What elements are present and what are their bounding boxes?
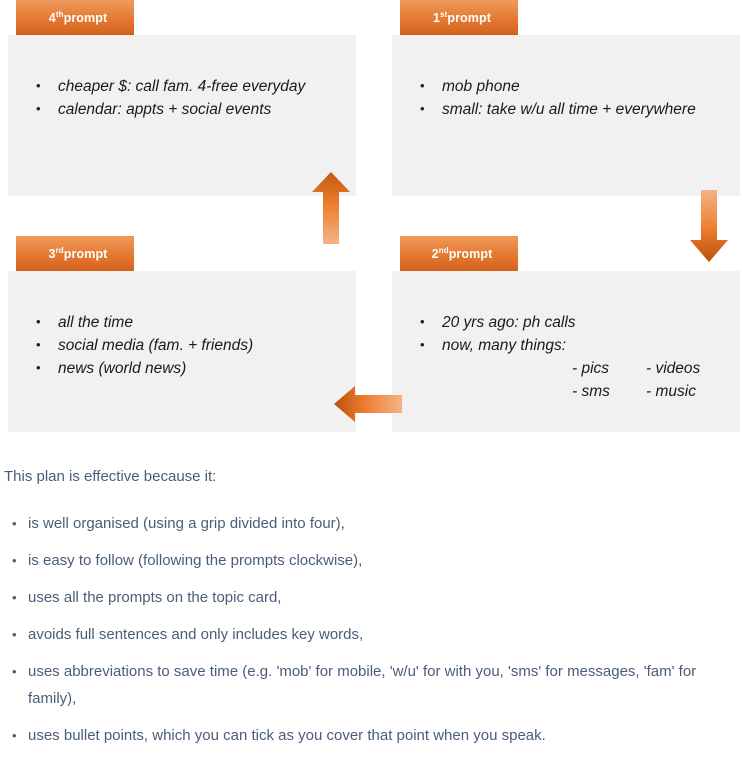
prompt-quadrant-third: all the time social media (fam. + friend… bbox=[8, 236, 356, 432]
explanation-section: This plan is effective because it: is we… bbox=[0, 452, 742, 759]
prompt-bullet: now, many things: bbox=[418, 333, 732, 357]
prompt-panel-third: all the time social media (fam. + friend… bbox=[8, 271, 356, 432]
prompt-badge-third: 3rd prompt bbox=[16, 236, 134, 271]
prompt-quadrant-first: mob phone small: take w/u all time + eve… bbox=[392, 0, 740, 196]
prompt-bullet-list-first: mob phone small: take w/u all time + eve… bbox=[418, 74, 732, 121]
prompt-badge-ordinal: 4th bbox=[48, 9, 64, 25]
prompt-subitem: - pics bbox=[572, 360, 610, 377]
prompt-bullet: 20 yrs ago: ph calls bbox=[418, 310, 732, 334]
prompt-subitem: - sms bbox=[572, 383, 610, 400]
explanation-bullet: uses all the prompts on the topic card, bbox=[0, 584, 742, 611]
prompt-subitem: - videos bbox=[646, 360, 701, 377]
prompt-bullet: all the time bbox=[34, 310, 348, 334]
prompt-badge-number: 4 bbox=[48, 10, 56, 25]
prompt-bullet: small: take w/u all time + everywhere bbox=[418, 97, 732, 121]
prompt-panel-fourth: cheaper $: call fam. 4-free everyday cal… bbox=[8, 35, 356, 196]
prompt-bullet: cheaper $: call fam. 4-free everyday bbox=[34, 74, 348, 98]
prompt-badge-label: prompt bbox=[447, 10, 492, 25]
prompt-panel-second: 20 yrs ago: ph calls now, many things: -… bbox=[392, 271, 740, 432]
prompt-grid: cheaper $: call fam. 4-free everyday cal… bbox=[0, 0, 742, 440]
prompt-bullet-list-second: 20 yrs ago: ph calls now, many things: bbox=[418, 310, 732, 357]
arrow-up-icon bbox=[312, 172, 350, 244]
prompt-bullet: social media (fam. + friends) bbox=[34, 333, 348, 357]
prompt-badge-ordinal: 2nd bbox=[431, 245, 449, 261]
prompt-bullet: mob phone bbox=[418, 74, 732, 98]
prompt-bullet-list-fourth: cheaper $: call fam. 4-free everyday cal… bbox=[34, 74, 348, 121]
prompt-badge-ordinal: 1st bbox=[432, 9, 448, 25]
prompt-badge-suffix: nd bbox=[438, 245, 449, 255]
prompt-badge-label: prompt bbox=[448, 246, 493, 261]
prompt-badge-suffix: rd bbox=[55, 245, 64, 255]
prompt-bullet: news (world news) bbox=[34, 356, 348, 380]
prompt-quadrant-second: 20 yrs ago: ph calls now, many things: -… bbox=[392, 236, 740, 432]
prompt-badge-label: prompt bbox=[63, 10, 108, 25]
prompt-subitem: - music bbox=[646, 383, 696, 400]
prompt-bullet-list-third: all the time social media (fam. + friend… bbox=[34, 310, 348, 380]
explanation-bullet-list: is well organised (using a grip divided … bbox=[0, 510, 742, 749]
prompt-panel-first: mob phone small: take w/u all time + eve… bbox=[392, 35, 740, 196]
explanation-bullet: uses abbreviations to save time (e.g. 'm… bbox=[0, 658, 742, 712]
prompt-subitem-grid-second: - pics - videos - sms - music bbox=[572, 357, 700, 403]
explanation-bullet: is well organised (using a grip divided … bbox=[0, 510, 742, 537]
prompt-subitem-row: - sms - music bbox=[572, 380, 700, 403]
explanation-intro: This plan is effective because it: bbox=[4, 468, 217, 485]
prompt-quadrant-fourth: cheaper $: call fam. 4-free everyday cal… bbox=[8, 0, 356, 196]
arrow-left-icon bbox=[334, 386, 402, 422]
prompt-badge-number: 1 bbox=[432, 10, 441, 25]
prompt-subitem-row: - pics - videos bbox=[572, 357, 700, 380]
prompt-badge-label: prompt bbox=[63, 246, 108, 261]
prompt-badge-suffix: th bbox=[55, 9, 64, 19]
arrow-down-icon bbox=[690, 190, 728, 262]
prompt-bullet: calendar: appts + social events bbox=[34, 97, 348, 121]
explanation-bullet: is easy to follow (following the prompts… bbox=[0, 547, 742, 574]
prompt-badge-first: 1st prompt bbox=[400, 0, 518, 35]
prompt-badge-number: 3 bbox=[48, 246, 56, 261]
prompt-badge-ordinal: 3rd bbox=[48, 245, 64, 261]
prompt-badge-number: 2 bbox=[431, 246, 439, 261]
prompt-badge-second: 2nd prompt bbox=[400, 236, 518, 271]
prompt-badge-suffix: st bbox=[440, 9, 448, 19]
explanation-bullet: avoids full sentences and only includes … bbox=[0, 621, 742, 648]
explanation-bullet: uses bullet points, which you can tick a… bbox=[0, 722, 742, 749]
